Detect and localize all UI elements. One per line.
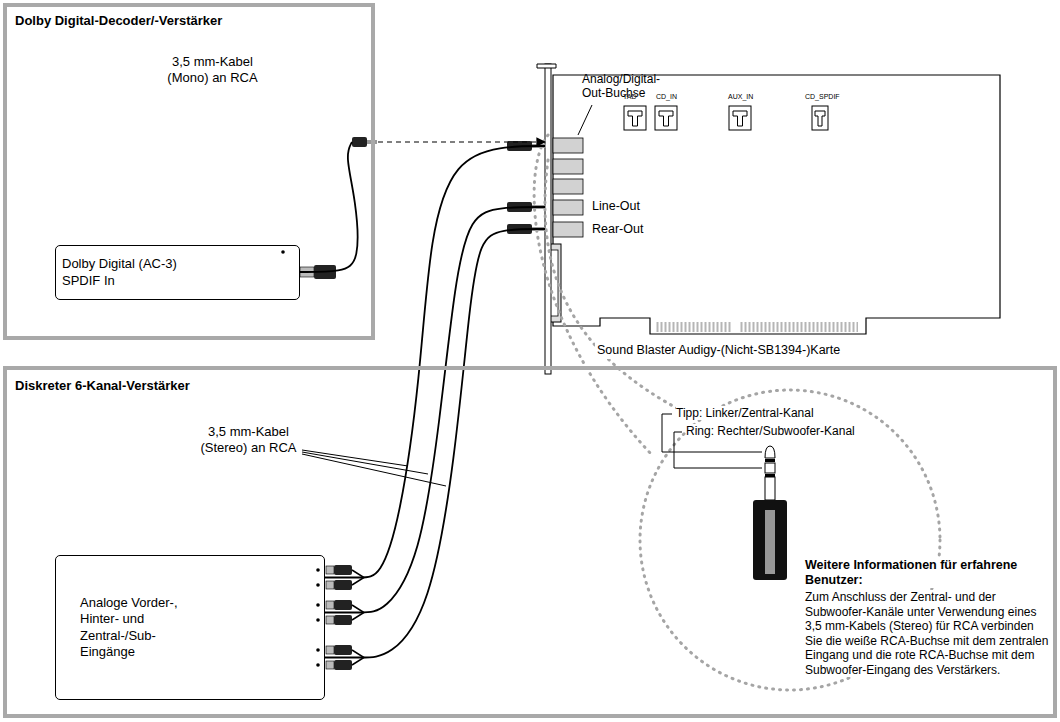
connector-label: TAD [623, 93, 636, 101]
cable-wire [300, 142, 358, 272]
cable-split [352, 570, 364, 665]
card-bracket [537, 64, 556, 68]
rca-plug [326, 565, 352, 670]
card-fingers [655, 322, 731, 332]
stereo-plug [753, 446, 787, 580]
header-connector [624, 106, 646, 130]
amplifier-panel: Dolby Digital-Decoder/-VerstärkerDolby D… [3, 3, 375, 340]
note-text: Zum Anschluss der Zentral- und der Subwo… [805, 590, 1050, 677]
signal-arrow [378, 141, 545, 142]
card-label: Sound Blaster Audigy-(Nicht-SB1394-)Kart… [595, 343, 842, 359]
connector-label: CD_SPDIF [805, 93, 840, 101]
jack-label: Rear-Out [592, 222, 643, 237]
cable-label: 3,5 mm-Kabel (Stereo) an RCA [196, 424, 301, 455]
panel-heading: Diskreter 6-Kanal-Verstärker [15, 378, 190, 394]
header-connector [729, 106, 751, 130]
cable [325, 146, 545, 578]
jack-label: Line-Out [592, 199, 640, 214]
cable-wire [325, 146, 545, 578]
cable-wire [325, 207, 545, 613]
cable-wire [325, 229, 545, 658]
connector-label: CD_IN [656, 93, 677, 101]
cable [325, 229, 545, 658]
pin-label: Tipp: Linker/Zentral-Kanal [676, 406, 814, 420]
header-connector [655, 106, 677, 130]
panel-heading: Dolby Digital-Decoder/-Verstärker [15, 13, 222, 29]
connector-label: AUX_IN [728, 93, 753, 101]
input-box: Analoge Vorder-, Hinter- und Zentral-/Su… [55, 555, 325, 700]
card-bracket [545, 64, 551, 374]
header-connector [812, 106, 828, 130]
indicator-dot [316, 568, 320, 667]
cable-label: 3,5 mm-Kabel (Mono) an RCA [160, 54, 265, 85]
indicator-dot [281, 250, 285, 254]
note-heading: Weitere Informationen für erfahrene Benu… [805, 558, 1045, 588]
pin-label: Ring: Rechter/Subwoofer-Kanal [686, 424, 855, 438]
input-box: Dolby Digital (AC-3) SPDIF In [55, 245, 300, 300]
box-label: Dolby Digital (AC-3) SPDIF In [62, 256, 207, 289]
card-fingers [740, 322, 858, 332]
card-board [553, 75, 1000, 334]
cable [325, 207, 545, 613]
jack [553, 138, 583, 237]
box-label: Analoge Vorder-, Hinter- und Zentral-/Su… [80, 595, 192, 660]
